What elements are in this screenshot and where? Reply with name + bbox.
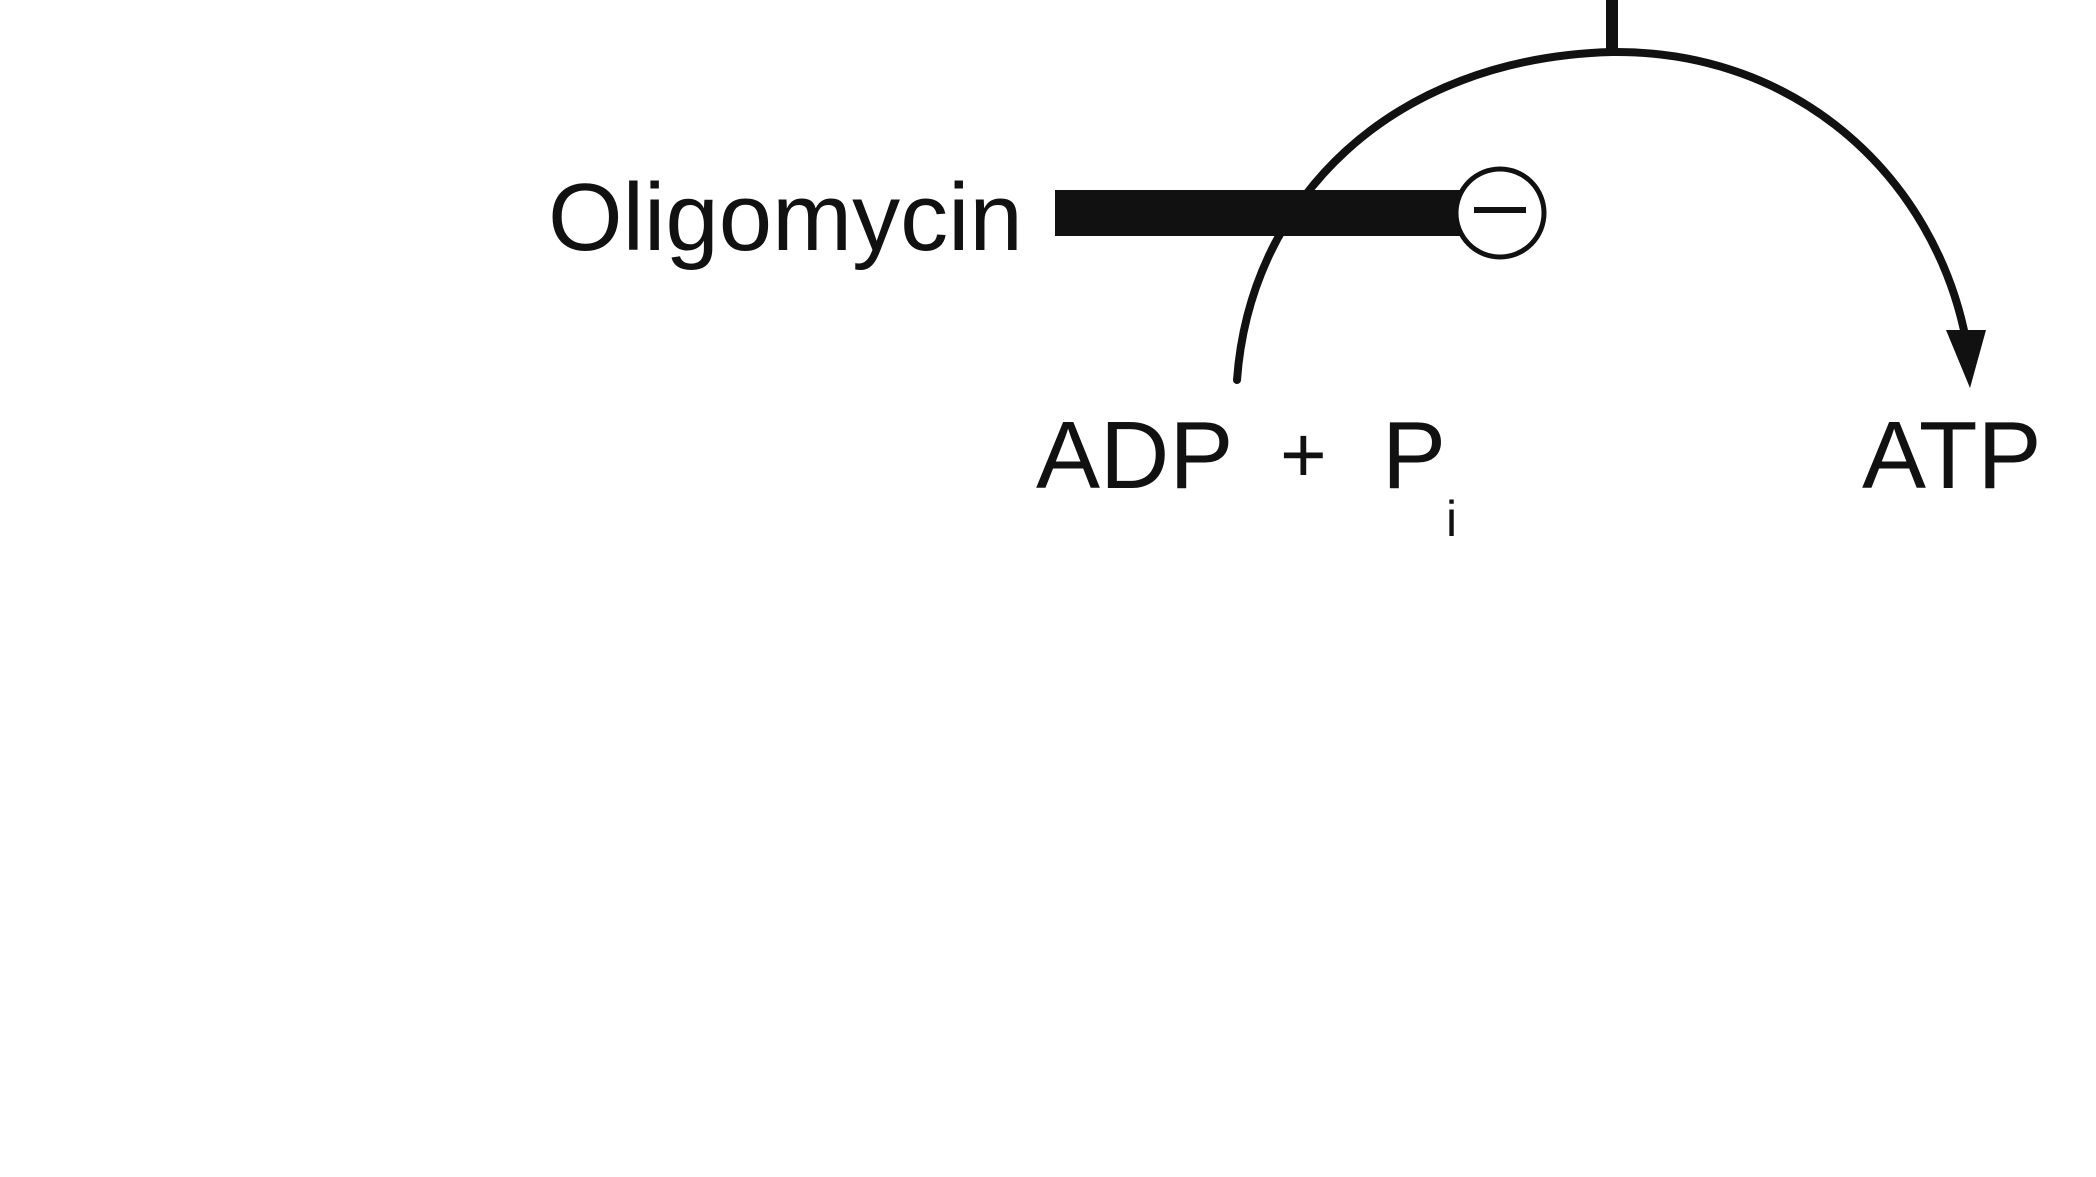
substrate-pi-label: P — [1382, 402, 1446, 509]
substrate-adp-label: ADP — [1036, 402, 1233, 509]
inhibitor-label: Oligomycin — [548, 164, 1023, 271]
plus-sign: + — [1280, 410, 1327, 499]
circled-minus-icon — [1453, 166, 1547, 260]
product-atp-label: ATP — [1862, 402, 2042, 509]
substrate-pi-subscript: i — [1446, 491, 1457, 547]
inhibitor-bar — [1055, 190, 1485, 236]
arrowhead-icon — [1946, 330, 1986, 388]
